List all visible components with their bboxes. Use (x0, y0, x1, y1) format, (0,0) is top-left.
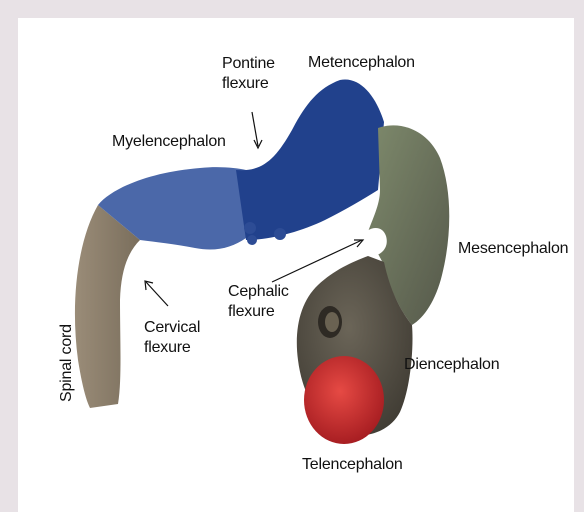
pontine-flexure-line2: flexure (222, 74, 275, 94)
cephalic-flexure-line1: Cephalic (228, 282, 289, 302)
telencephalon-label: Telencephalon (302, 456, 403, 474)
myelencephalon-label: Myelencephalon (112, 133, 226, 151)
cephalic-flexure-label: Cephalic flexure (228, 282, 289, 322)
mesencephalon-label: Mesencephalon (458, 240, 568, 258)
cervical-flexure-line2: flexure (144, 338, 200, 358)
diencephalon-label: Diencephalon (404, 356, 499, 374)
pontine-flexure-label: Pontine flexure (222, 54, 275, 94)
cervical-flexure-label: Cervical flexure (144, 318, 200, 358)
optic-cup-inner (325, 312, 339, 332)
telencephalon-region (304, 356, 384, 444)
pontine-flexure-line1: Pontine (222, 54, 275, 74)
cervical-flexure-line1: Cervical (144, 318, 200, 338)
cervical-arrow (145, 281, 168, 306)
metencephalon-region (236, 79, 384, 240)
pontine-arrow (252, 112, 262, 148)
bump (244, 222, 256, 234)
spinal-cord-region (75, 205, 140, 408)
bump (274, 228, 286, 240)
metencephalon-label: Metencephalon (308, 54, 415, 72)
cephalic-flexure-line2: flexure (228, 302, 289, 322)
spinal-cord-label: Spinal cord (58, 324, 76, 402)
bump (247, 235, 257, 245)
